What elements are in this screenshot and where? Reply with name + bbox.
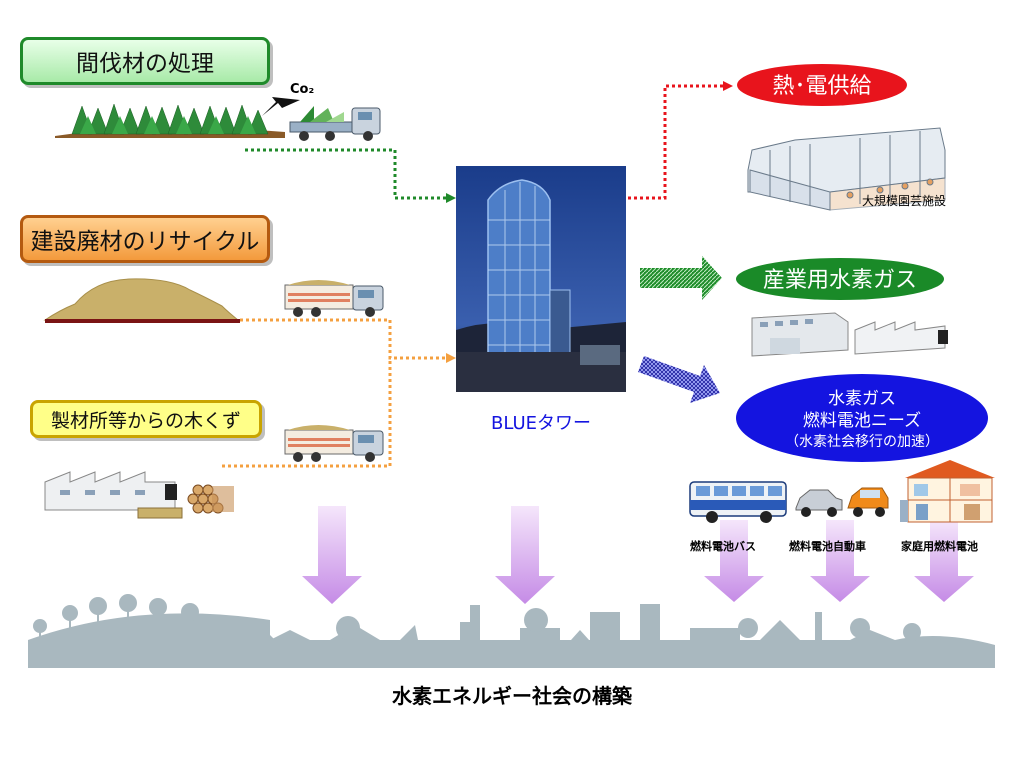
fuel-cell-line2: 燃料電池ニーズ [803, 411, 921, 431]
forest-thinning-label: 間伐材の処理 [20, 37, 270, 85]
heat-power-text: 熱･電供給 [772, 74, 871, 99]
log-truck-icon [289, 106, 381, 141]
flow-arrow-forest [446, 193, 456, 203]
construction-waste-label: 建設廃材のリサイクル [20, 215, 270, 263]
society-caption: 水素エネルギー社会の構築 [392, 684, 632, 708]
flow-arrow-heat [723, 81, 733, 91]
fc-bus-label: 燃料電池バス [690, 540, 756, 553]
tower-caption: BLUEタワー [490, 413, 592, 434]
down-arrows [302, 506, 974, 604]
down-arrow-2 [495, 506, 555, 604]
forest-thinning-text: 間伐材の処理 [76, 51, 214, 77]
city-skyline [28, 594, 995, 668]
fuel-cell-line3: （水素社会移行の加速） [785, 434, 939, 450]
blue-tower-photo [456, 166, 626, 392]
fuelcell-arrow-icon [638, 356, 720, 403]
fc-car-label: 燃料電池自動車 [789, 540, 866, 553]
fuel-cell-car-silver-icon [795, 489, 843, 517]
fuel-cell-ellipse [736, 374, 988, 462]
forest-illustration [55, 103, 285, 138]
sawmill-waste-label: 製材所等からの木くず [30, 400, 262, 438]
down-arrow-3 [704, 520, 764, 602]
industrial-factory-illustration [751, 312, 948, 357]
flow-arrow-merged [446, 353, 456, 363]
flow-line-sawmill [222, 358, 392, 468]
home-fuel-cell-house-icon [900, 460, 995, 523]
sawmill-waste-text: 製材所等からの木くず [50, 409, 241, 432]
co2-label: Co₂ [290, 82, 314, 97]
heat-power-ellipse [737, 64, 907, 106]
industrial-hydrogen-text: 産業用水素ガス [763, 268, 917, 293]
dump-truck-1-icon [284, 280, 384, 317]
fuel-cell-bus-icon [689, 481, 787, 523]
co2-arrow-icon [262, 97, 300, 116]
fuel-cell-car-orange-icon [847, 487, 889, 517]
debris-pile-illustration [43, 278, 240, 323]
industrial-hydrogen-ellipse [736, 258, 944, 300]
construction-waste-text: 建設廃材のリサイクル [30, 229, 260, 255]
flow-line-heat [628, 84, 725, 200]
down-arrow-5 [914, 520, 974, 602]
home-fc-label: 家庭用燃料電池 [901, 540, 978, 553]
sawmill-factory-illustration [44, 471, 234, 519]
down-arrow-1 [302, 506, 362, 604]
fuel-cell-line1: 水素ガス [828, 389, 896, 409]
greenhouse-caption: 大規模園芸施設 [862, 194, 947, 208]
industrial-arrow-icon [640, 256, 722, 300]
down-arrow-4 [810, 520, 870, 602]
dump-truck-2-icon [284, 425, 384, 462]
flow-line-construction [240, 318, 448, 360]
flow-line-forest [245, 148, 448, 200]
greenhouse-illustration [747, 127, 946, 211]
